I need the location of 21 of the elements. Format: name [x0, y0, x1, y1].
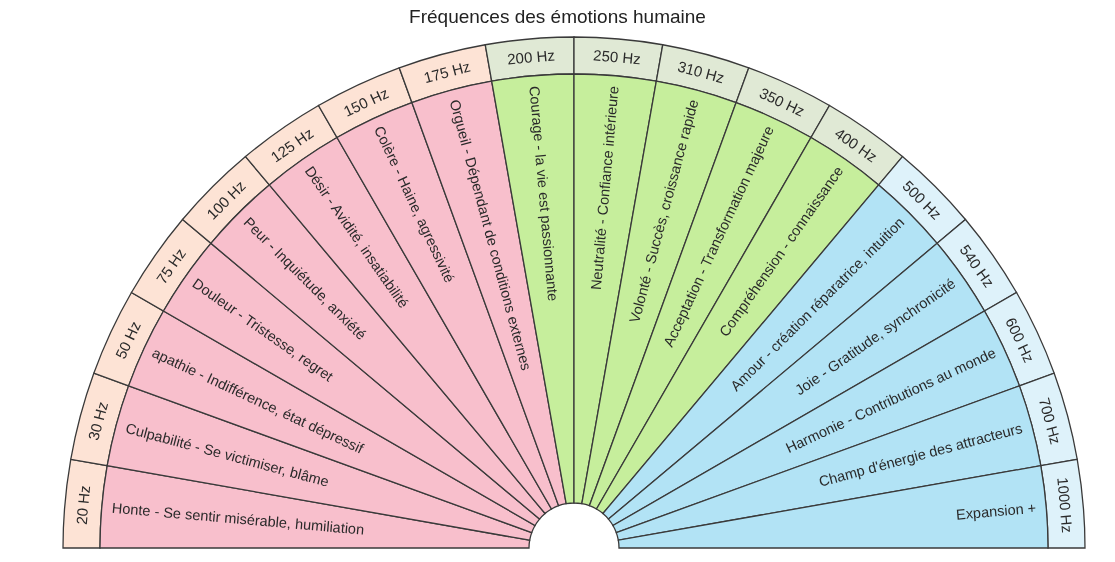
frequency-label: 20 Hz: [73, 484, 94, 526]
frequency-label: 200 Hz: [506, 46, 556, 68]
frequency-label: 175 Hz: [421, 57, 472, 87]
frequency-label: 150 Hz: [340, 83, 392, 120]
emotion-label: Honte - Se sentir misérable, humiliation: [111, 499, 365, 538]
frequency-label: 50 Hz: [111, 318, 144, 362]
emotion-label: Courage - la vie est passionnante: [525, 85, 561, 302]
frequency-label: 600 Hz: [1002, 314, 1039, 366]
frequency-label: 700 Hz: [1035, 395, 1065, 446]
frequency-label: 250 Hz: [592, 46, 642, 68]
frequency-label: 75 Hz: [152, 244, 189, 287]
frequency-label: 540 Hz: [956, 241, 999, 290]
frequency-label: 1000 Hz: [1053, 476, 1076, 534]
frequency-label: 310 Hz: [676, 57, 727, 87]
frequency-label: 125 Hz: [267, 123, 316, 166]
frequency-label: 350 Hz: [756, 83, 808, 120]
chart-title: Fréquences des émotions humaine: [408, 6, 707, 28]
emotion-label: Expansion +: [955, 499, 1037, 523]
emotion-label: Neutralité - Confiance intérieure: [588, 85, 623, 291]
frequency-label: 30 Hz: [84, 399, 112, 442]
frequency-label: 400 Hz: [832, 123, 881, 166]
